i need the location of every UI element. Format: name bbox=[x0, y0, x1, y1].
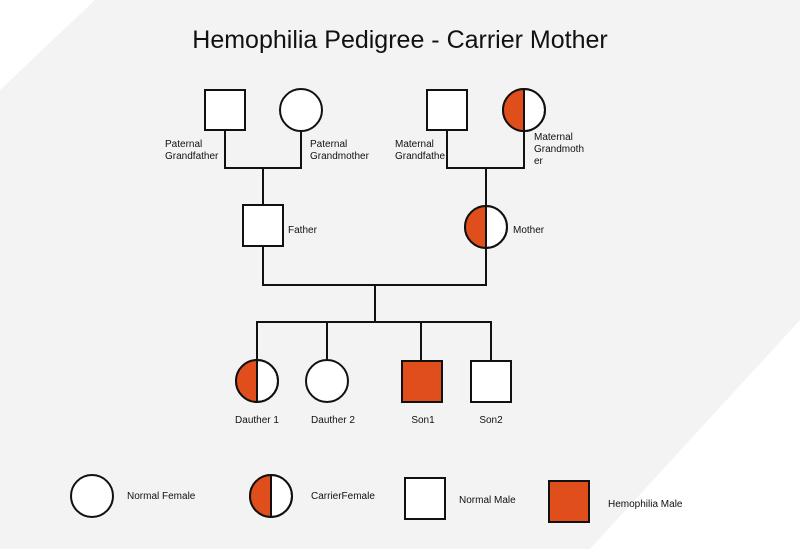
male-square bbox=[426, 89, 468, 131]
father: Father bbox=[242, 204, 318, 247]
female-outline bbox=[235, 359, 279, 403]
paternal-grandmother: Paternal Grandmother bbox=[279, 88, 370, 162]
male-square bbox=[242, 204, 284, 247]
carrier-half-fill bbox=[250, 475, 271, 517]
female-outline bbox=[464, 205, 508, 249]
label-line: Maternal bbox=[534, 132, 573, 143]
male-square bbox=[404, 477, 446, 520]
carrier-half-fill bbox=[503, 89, 524, 131]
carrier-half-fill bbox=[465, 206, 486, 248]
son-2: Son2 bbox=[470, 360, 512, 426]
label-line: Son1 bbox=[411, 415, 435, 426]
legend-label: CarrierFemale bbox=[311, 491, 375, 502]
legend-normal-female: Normal Female bbox=[70, 474, 196, 518]
male-square bbox=[470, 360, 512, 403]
legend-normal-male: Normal Male bbox=[404, 477, 516, 520]
male-square bbox=[204, 89, 246, 131]
legend-label: Hemophilia Male bbox=[608, 499, 683, 510]
label-line: Dauther 1 bbox=[235, 415, 279, 426]
mother: Mother bbox=[464, 205, 545, 249]
label-line: er bbox=[534, 156, 544, 167]
legend-hemophilia-male: Hemophilia Male bbox=[548, 480, 683, 523]
maternal-grandmother: Maternal Grandmoth er bbox=[502, 88, 584, 167]
label-line: Grandmother bbox=[310, 151, 370, 162]
paternal-grandfather: Paternal Grandfather bbox=[165, 89, 246, 162]
legend-label: Normal Female bbox=[127, 491, 196, 502]
label-line: Paternal bbox=[310, 139, 347, 150]
affected-male-square bbox=[548, 480, 590, 523]
legend: Normal Female CarrierFemale Normal Male … bbox=[70, 474, 683, 523]
label-line: Dauther 2 bbox=[311, 415, 355, 426]
label-line: Grandmoth bbox=[534, 144, 584, 155]
label-line: Grandfathe bbox=[395, 151, 445, 162]
female-circle bbox=[70, 474, 114, 518]
maternal-grandfather: Maternal Grandfathe bbox=[395, 89, 468, 162]
legend-label: Normal Male bbox=[459, 495, 516, 506]
corner-triangle-top bbox=[0, 0, 95, 90]
label-line: Father bbox=[288, 225, 318, 236]
label-line: Maternal bbox=[395, 139, 434, 150]
daughter-2: Dauther 2 bbox=[305, 359, 355, 426]
connector-lines bbox=[224, 130, 525, 361]
legend-carrier-female: CarrierFemale bbox=[249, 474, 375, 518]
diagram-title: Hemophilia Pedigree - Carrier Mother bbox=[192, 26, 608, 54]
label-line: Son2 bbox=[479, 415, 503, 426]
label-line: Mother bbox=[513, 225, 545, 236]
son-1: Son1 bbox=[401, 360, 443, 426]
female-outline bbox=[249, 474, 293, 518]
daughter-1: Dauther 1 bbox=[235, 359, 279, 426]
label-line: Grandfather bbox=[165, 151, 219, 162]
label-line: Paternal bbox=[165, 139, 202, 150]
female-circle bbox=[279, 88, 323, 132]
affected-male-square bbox=[401, 360, 443, 403]
corner-triangle-bottom bbox=[590, 320, 800, 549]
carrier-half-fill bbox=[236, 360, 257, 402]
female-circle bbox=[305, 359, 349, 403]
female-outline bbox=[502, 88, 546, 132]
